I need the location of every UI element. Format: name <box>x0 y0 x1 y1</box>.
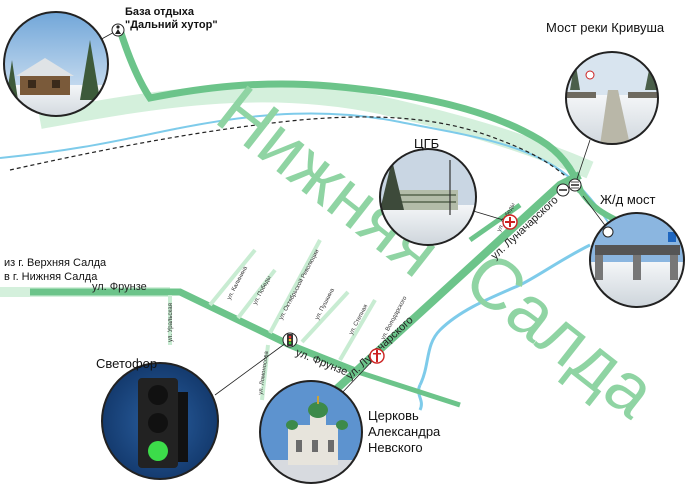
resort-photo <box>3 11 109 117</box>
street-pobedy <box>236 268 277 320</box>
river-end <box>417 384 423 411</box>
origin-label: из г. Верхняя Салда в г. Нижняя Салда <box>4 256 106 284</box>
road-hospital-spur <box>468 202 522 243</box>
street-label-frunze-west: ул. Фрунзе <box>92 281 147 293</box>
church-label-line3: Невского <box>368 440 423 455</box>
church-photo <box>259 380 363 484</box>
river-bridge-photo <box>565 51 659 145</box>
street-label-lomonosova: ул. Ломоносова <box>258 350 270 395</box>
street-oktyabrskoy <box>268 239 322 334</box>
road-north <box>116 26 584 194</box>
resort-label-line1: База отдыха <box>125 6 194 18</box>
street-label-pobedy: ул. Победы <box>252 275 272 306</box>
hospital-photo <box>379 148 477 246</box>
street-stepnaya <box>338 298 377 362</box>
railway-line <box>9 116 576 186</box>
river-south <box>418 243 591 386</box>
connector-church <box>339 355 378 396</box>
river-bridge-marker-icon[interactable] <box>568 178 582 192</box>
resort-marker-icon[interactable] <box>111 23 125 37</box>
church-marker-icon[interactable] <box>369 348 385 364</box>
road-halo-north <box>38 84 594 179</box>
resort-label: База отдыха "Дальний хутор" <box>125 6 218 32</box>
street-lomonosova <box>260 344 270 401</box>
street-pushkina <box>300 290 350 344</box>
rail-bridge-marker-icon[interactable] <box>556 183 570 197</box>
river-bridge-label: Мост реки Кривуша <box>546 20 665 35</box>
connector-river-bridge <box>574 139 591 186</box>
street-label-oktyabrskoy: ул. Октябрьской Революции <box>278 248 321 321</box>
origin-label-line1: из г. Верхняя Салда <box>4 257 107 269</box>
church-label-line1: Церковь <box>368 408 419 423</box>
connector-traffic-light <box>214 339 291 396</box>
street-label-uralskaya: ул. Уральская <box>168 303 174 342</box>
road-frunze-east <box>357 369 461 408</box>
hospital-label: ЦГБ <box>414 136 440 151</box>
street-kalinina <box>208 248 257 307</box>
hospital-marker-icon[interactable] <box>502 214 518 230</box>
traffic-light-marker-icon[interactable] <box>282 332 298 348</box>
road-frunze <box>30 288 360 376</box>
origin-label-line2: в г. Нижняя Салда <box>4 271 98 283</box>
rail-bridge-label: Ж/д мост <box>600 192 656 207</box>
church-label: Церковь Александра Невского <box>368 408 440 456</box>
church-label-line2: Александра <box>368 424 441 439</box>
resort-label-line2: "Дальний хутор" <box>125 19 218 31</box>
traffic-light-label: Светофор <box>96 356 158 371</box>
traffic-light-photo <box>101 362 219 480</box>
rail-bridge-photo <box>589 212 685 308</box>
